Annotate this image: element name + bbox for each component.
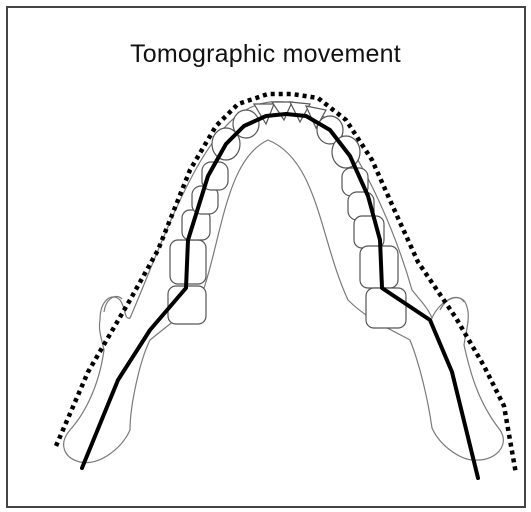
tomographic-path-line	[82, 114, 478, 478]
mandible-outer-outline	[64, 102, 504, 463]
left-central-incisor-b	[272, 102, 292, 120]
teeth-left	[168, 102, 292, 324]
right-central-incisor-a	[290, 102, 310, 122]
right-molar-3	[366, 288, 406, 328]
